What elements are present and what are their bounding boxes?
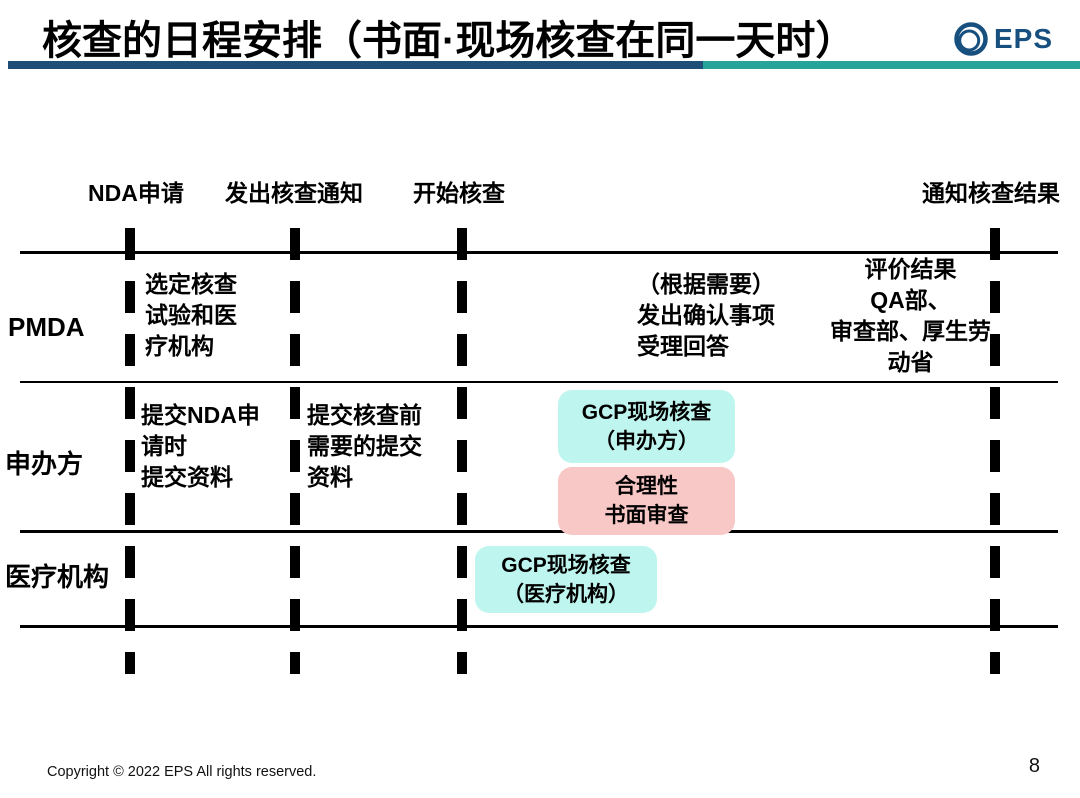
box-gcp-onsite-sponsor: GCP现场核查 （申办方） [558,390,735,463]
eps-logo-text: EPS [994,23,1054,54]
page-number: 8 [1028,755,1040,777]
note-pmda-evaluation-result: 评价结果 QA部、 审查部、厚生劳 动省 [830,256,991,375]
milestone-inspection-notice: 发出核查通知 [225,180,363,206]
eps-logo: EPS [952,20,1053,58]
lane-divider-pmda-sponsor [20,381,1058,383]
lane-label-pmda: PMDA [8,312,85,342]
note-pmda-confirmation-items: （根据需要） 发出确认事项 受理回答 [637,271,775,359]
milestone-result-notice: 通知核查结果 [922,180,1060,206]
dashed-line-result-notice [990,228,1000,674]
page-title: 核查的日程安排（书面·现场核查在同一天时） [42,19,856,63]
note-sponsor-nda-materials: 提交NDA申 请时 提交资料 [141,402,260,490]
note-sponsor-pre-inspection-materials: 提交核查前 需要的提交 资料 [307,402,422,490]
lane-divider-sponsor-site [20,530,1058,533]
dashed-line-inspection-start [457,228,467,674]
milestone-nda-application: NDA申请 [88,180,184,206]
lane-label-sponsor: 申办方 [5,449,84,479]
lane-label-medical-institution: 医疗机构 [5,562,110,592]
dashed-line-nda-application [125,228,135,674]
box-conformity-document-review: 合理性 书面审查 [558,467,735,535]
title-underline-teal [703,61,1080,69]
eps-ring-icon [952,20,990,58]
box-gcp-onsite-medical-institution: GCP现场核查 （医疗机构） [475,546,657,613]
note-pmda-select-trial: 选定核查 试验和医 疗机构 [145,271,237,359]
copyright-text: Copyright © 2022 EPS All rights reserved… [47,764,317,780]
timeline-axis-bottom [20,625,1058,628]
timeline-axis-top [20,251,1058,254]
milestone-inspection-start: 开始核查 [413,180,505,206]
title-underline-blue [8,61,703,69]
dashed-line-inspection-notice [290,228,300,674]
